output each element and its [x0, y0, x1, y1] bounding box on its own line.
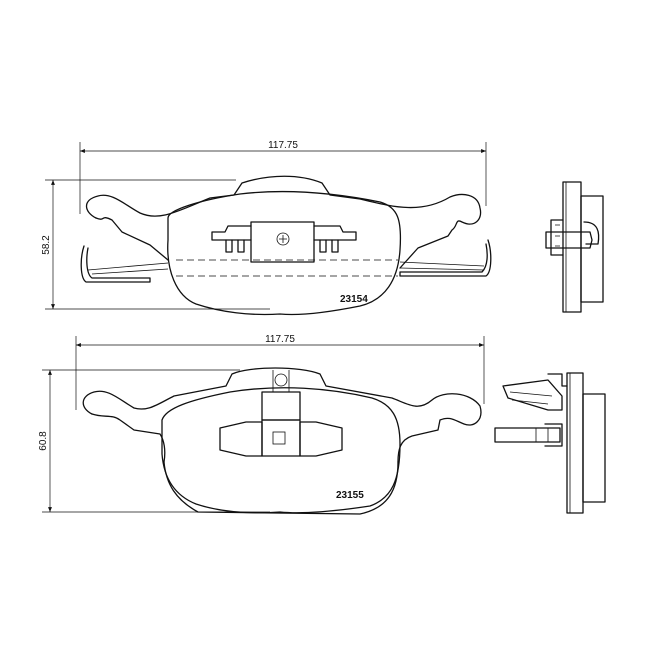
top-pad-dimensions: 117.75 58.2 [41, 140, 487, 310]
top-pad-part-number: 23154 [340, 294, 368, 305]
top-pad-height-label: 58.2 [41, 235, 52, 255]
top-pad-backing-plate [85, 175, 482, 269]
top-pad-side-view [545, 181, 604, 313]
top-pad-center-plate [250, 221, 315, 263]
bottom-pad-height-label: 60.8 [38, 431, 49, 451]
bottom-pad-backing-plate [82, 367, 482, 463]
bottom-pad-center-plate [261, 419, 301, 457]
top-pad-front-view: 23154 [80, 175, 492, 316]
bottom-side-clip [502, 379, 563, 411]
top-pad-center-hole [276, 232, 290, 246]
bottom-pad-dimensions: 117.75 60.8 [38, 334, 485, 513]
bottom-pad-top-hole [274, 373, 288, 387]
top-pad-friction-material [167, 190, 402, 316]
top-pad-width-label: 117.75 [268, 140, 298, 151]
top-side-friction [580, 195, 604, 303]
bottom-side-friction [582, 393, 606, 503]
top-pad-spring-clip [80, 245, 151, 283]
bottom-pad-side-view [494, 372, 606, 514]
bottom-pad-part-number: 23155 [336, 490, 364, 501]
bottom-pad-width-label: 117.75 [265, 334, 295, 345]
bottom-pad-friction-material [161, 387, 401, 514]
bottom-pad-front-view: 23155 [82, 367, 482, 515]
bottom-side-backing [566, 372, 584, 514]
bottom-pad-center-square [272, 431, 286, 445]
